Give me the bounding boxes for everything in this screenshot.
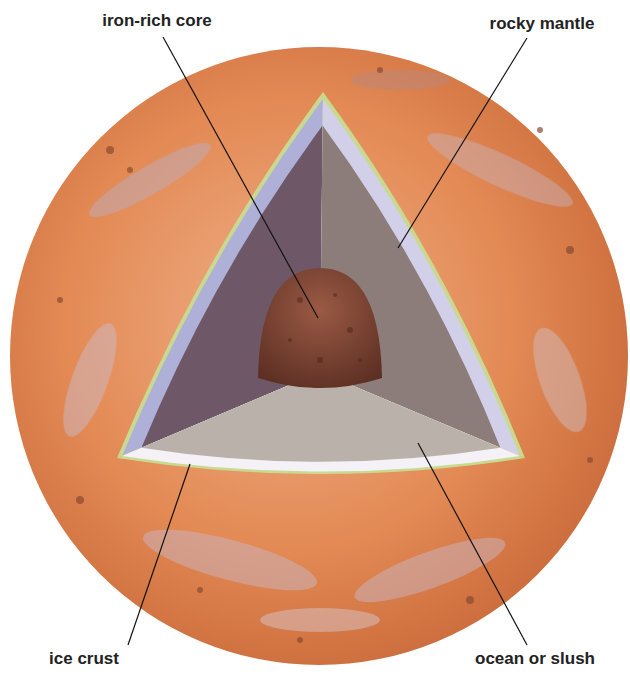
part-label: rocky mantle <box>490 14 595 34</box>
core-dome <box>258 268 382 388</box>
part-label: iron-rich core <box>102 11 212 31</box>
part-label: ice crust <box>49 649 119 669</box>
surface-spots <box>57 67 593 643</box>
leader-line <box>128 464 190 645</box>
moon-surface <box>10 47 628 665</box>
leader-line <box>418 443 527 645</box>
part-label: ocean or slush <box>475 649 595 669</box>
leader-line <box>163 37 318 318</box>
leader-lines <box>128 37 527 645</box>
core-texture <box>288 293 362 363</box>
surface-streaks <box>53 70 598 632</box>
leader-line <box>398 38 527 248</box>
